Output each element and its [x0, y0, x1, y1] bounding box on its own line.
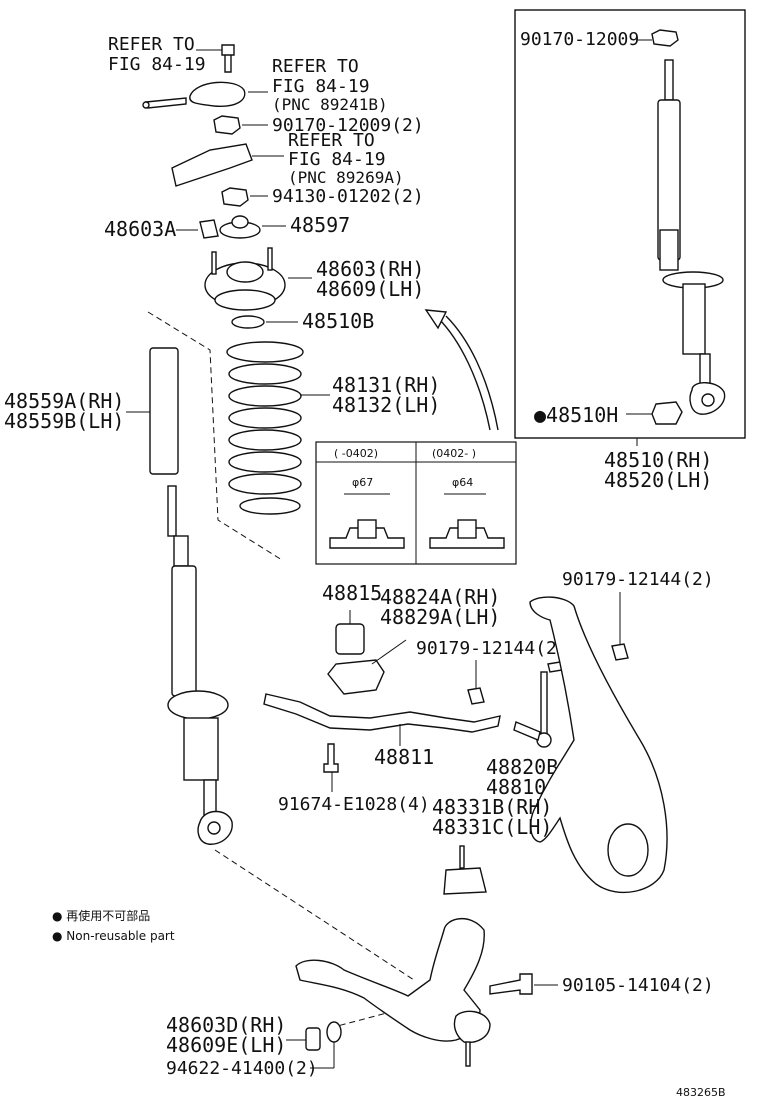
part-48510B-label: 48510B	[302, 309, 374, 333]
refer-to-3-line1: REFER TO	[288, 130, 375, 151]
coil-spring-icon	[226, 341, 304, 515]
part-48603A-icon	[199, 219, 219, 239]
spec-col2-header: (0402- )	[432, 447, 476, 460]
nut-90179-top-label: 90179-12144(2)	[562, 569, 714, 590]
absorber-lh-label: 48520(LH)	[604, 468, 712, 492]
spec-table: ( -0402) (0402- ) φ67 φ64	[315, 441, 517, 565]
inset-nut-icon	[651, 29, 679, 47]
legend-en: ● Non-reusable part	[52, 929, 175, 943]
inset-bushing-label: ●48510H	[534, 403, 618, 427]
bolt-90105-label: 90105-14104(2)	[562, 975, 714, 996]
dust-boot-icon	[149, 347, 179, 475]
spring-rh-label: 48131(RH)	[332, 373, 440, 397]
refer-to-3-line2: FIG 84-19	[288, 149, 386, 170]
bracket-lh-label: 48829A(LH)	[380, 605, 500, 629]
bolt-90105-icon	[489, 973, 533, 995]
part-48597-label: 48597	[290, 213, 350, 237]
stabilizer-label: 48811	[374, 745, 434, 769]
legend-jp: ● 再使用不可部品	[52, 908, 150, 923]
lower-arm-icon	[295, 918, 491, 1067]
bracket-rh-label: 48824A(RH)	[380, 585, 500, 609]
refer-to-1-line1: REFER TO	[108, 34, 195, 55]
bump-stop-icon	[443, 845, 487, 895]
stop-lh-label: 48331C(LH)	[432, 815, 552, 839]
lower-rh-label: 48603D(RH)	[166, 1013, 286, 1037]
refer-to-1-line2: FIG 84-19	[108, 54, 206, 75]
nut-90170-icon	[213, 115, 241, 135]
inset-bushing-icon	[651, 401, 683, 425]
spring-lh-label: 48132(LH)	[332, 393, 440, 417]
spec-col1-header: ( -0402)	[334, 447, 378, 460]
nut-90179-mid-icon	[467, 687, 485, 705]
washer-icon	[326, 1021, 342, 1043]
main-shock-absorber-icon	[167, 485, 233, 845]
mount-lh-label: 48609(LH)	[316, 277, 424, 301]
part-48815-label: 48815	[322, 581, 382, 605]
nut-94130-icon	[221, 187, 249, 207]
inset-nut-label: 90170-12009	[520, 29, 639, 50]
nut-90170-label: 90170-12009(2)	[272, 115, 424, 136]
bolt-91674-label: 91674-E1028(4)	[278, 794, 430, 815]
inset-frame	[514, 9, 746, 439]
absorber-rh-label: 48510(RH)	[604, 448, 712, 472]
sensor-bracket-icon	[171, 143, 253, 187]
bolt-icon	[221, 44, 235, 73]
refer-to-2-line3: (PNC 89241B)	[272, 95, 388, 114]
refer-to-2-line2: FIG 84-19	[272, 76, 370, 97]
boot-rh-label: 48559A(RH)	[4, 389, 124, 413]
part-48603A-label: 48603A	[104, 217, 176, 241]
lower-lh-label: 48609E(LH)	[166, 1033, 286, 1057]
boot-lh-label: 48559B(LH)	[4, 409, 124, 433]
bolt-91674-icon	[323, 743, 339, 773]
refer-to-2-line1: REFER TO	[272, 56, 359, 77]
nut-94130-label: 94130-01202(2)	[272, 186, 424, 207]
stabilizer-bracket-icon	[327, 659, 385, 695]
inset-shock-absorber-icon	[657, 59, 726, 415]
part-48597-icon	[219, 215, 261, 239]
stop-rh-label: 48331B(RH)	[432, 795, 552, 819]
nut-94622-label: 94622-41400(2)	[166, 1058, 318, 1079]
upper-mount-icon	[204, 247, 286, 311]
diagram-id: 483265B	[676, 1086, 726, 1099]
nut-90179-mid-label: 90179-12144(2)	[416, 638, 568, 659]
direction-arrow-icon	[437, 317, 491, 431]
steering-knuckle-icon	[529, 596, 668, 894]
stabilizer-bar-icon	[263, 693, 501, 733]
spec-col1-dim: φ67	[352, 476, 373, 489]
refer-to-3-line3: (PNC 89269A)	[288, 168, 404, 187]
lower-bushing-icon	[305, 1027, 321, 1051]
height-sensor-icon	[142, 81, 246, 109]
guide-line-upper	[147, 311, 283, 561]
stabilizer-bushing-icon	[335, 623, 365, 655]
part-48510B-icon	[231, 315, 265, 329]
nut-90179-top-icon	[611, 643, 629, 661]
mount-rh-label: 48603(RH)	[316, 257, 424, 281]
spec-col2-dim: φ64	[452, 476, 473, 489]
